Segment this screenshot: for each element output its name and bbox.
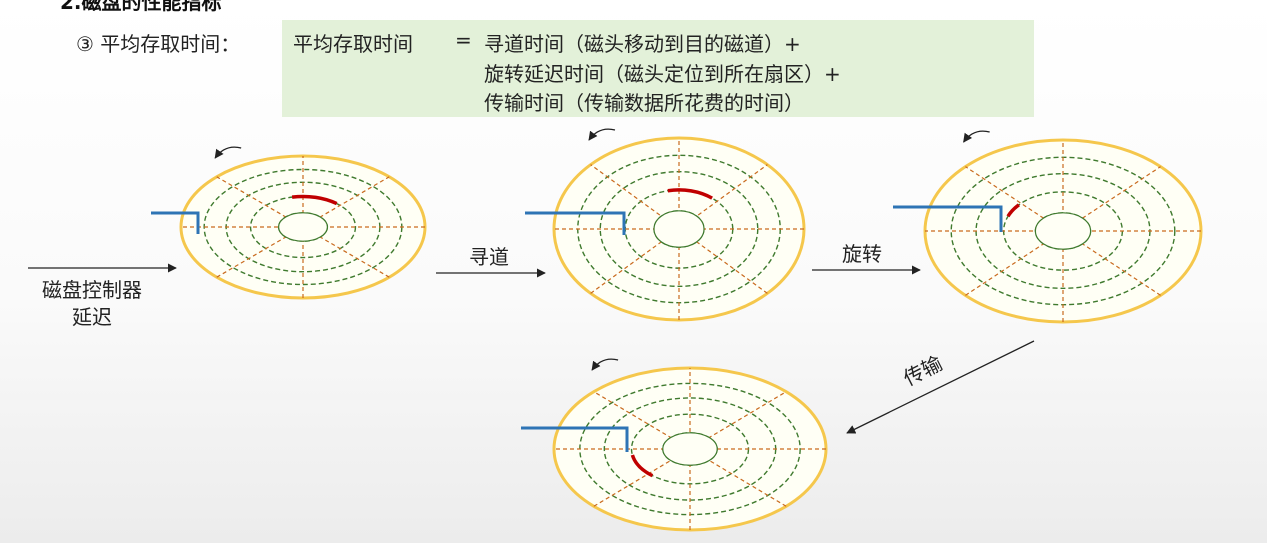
- spindle-hole: [653, 210, 705, 248]
- disk-platter-4: [521, 358, 828, 532]
- read-write-head-arm: [525, 211, 626, 235]
- rotation-arrow-icon: [214, 146, 242, 159]
- spindle-hole: [1034, 212, 1092, 250]
- read-write-head-arm: [151, 211, 200, 234]
- seek-step: 寻道: [436, 245, 546, 278]
- formula-term-rotation: 旋转延迟时间（磁头定位到所在扇区）+: [484, 62, 841, 86]
- rotation-arrow-icon: [588, 128, 616, 141]
- formula-equals: =: [455, 28, 472, 52]
- disk-platter-2: [525, 128, 806, 322]
- target-sector-arc: [667, 188, 713, 200]
- transfer-label: 传输: [900, 351, 947, 391]
- sector-boundary: [965, 166, 1161, 296]
- read-write-head-arm: [521, 426, 629, 452]
- sector-boundary: [593, 391, 787, 507]
- track-ring: [249, 195, 357, 259]
- target-sector-arc: [630, 454, 654, 478]
- page-heading: 2.磁盘的性能指标: [60, 0, 222, 14]
- rotation-step: 旋转: [812, 242, 921, 275]
- rotation-arrow-icon: [963, 130, 990, 143]
- arrow-right-icon: [846, 340, 1035, 434]
- disk-platter-1: [151, 146, 427, 300]
- metric-label: ③ 平均存取时间：: [76, 32, 241, 56]
- rotation-arrow-icon: [591, 358, 619, 371]
- transfer-step: 传输: [846, 340, 1035, 434]
- sector-boundary: [965, 166, 1161, 296]
- rotate-label: 旋转: [842, 242, 882, 266]
- formula-lhs: 平均存取时间: [293, 32, 413, 56]
- disk-platters: [151, 128, 1203, 532]
- controller-delay-label-1: 磁盘控制器: [42, 278, 142, 302]
- spindle-hole: [662, 432, 718, 466]
- controller-delay-step: 磁盘控制器 延迟: [28, 263, 177, 329]
- disk-platter-3: [893, 130, 1203, 324]
- controller-delay-label-2: 延迟: [72, 305, 112, 329]
- spindle-hole: [278, 212, 329, 242]
- target-sector-arc: [291, 194, 338, 206]
- formula-box: 平均存取时间 = 寻道时间（磁头移动到目的磁道）+ 旋转延迟时间（磁头定位到所在…: [282, 20, 1034, 117]
- sector-boundary: [593, 391, 787, 507]
- sector-boundary: [590, 164, 768, 294]
- formula-term-transfer: 传输时间（传输数据所花费的时间）: [484, 91, 804, 115]
- sector-boundary: [590, 164, 768, 294]
- read-write-head-arm: [893, 205, 1003, 232]
- target-sector-arc: [1006, 203, 1020, 218]
- formula-term-seek: 寻道时间（磁头移动到目的磁道）+: [484, 32, 801, 56]
- seek-label: 寻道: [469, 245, 509, 269]
